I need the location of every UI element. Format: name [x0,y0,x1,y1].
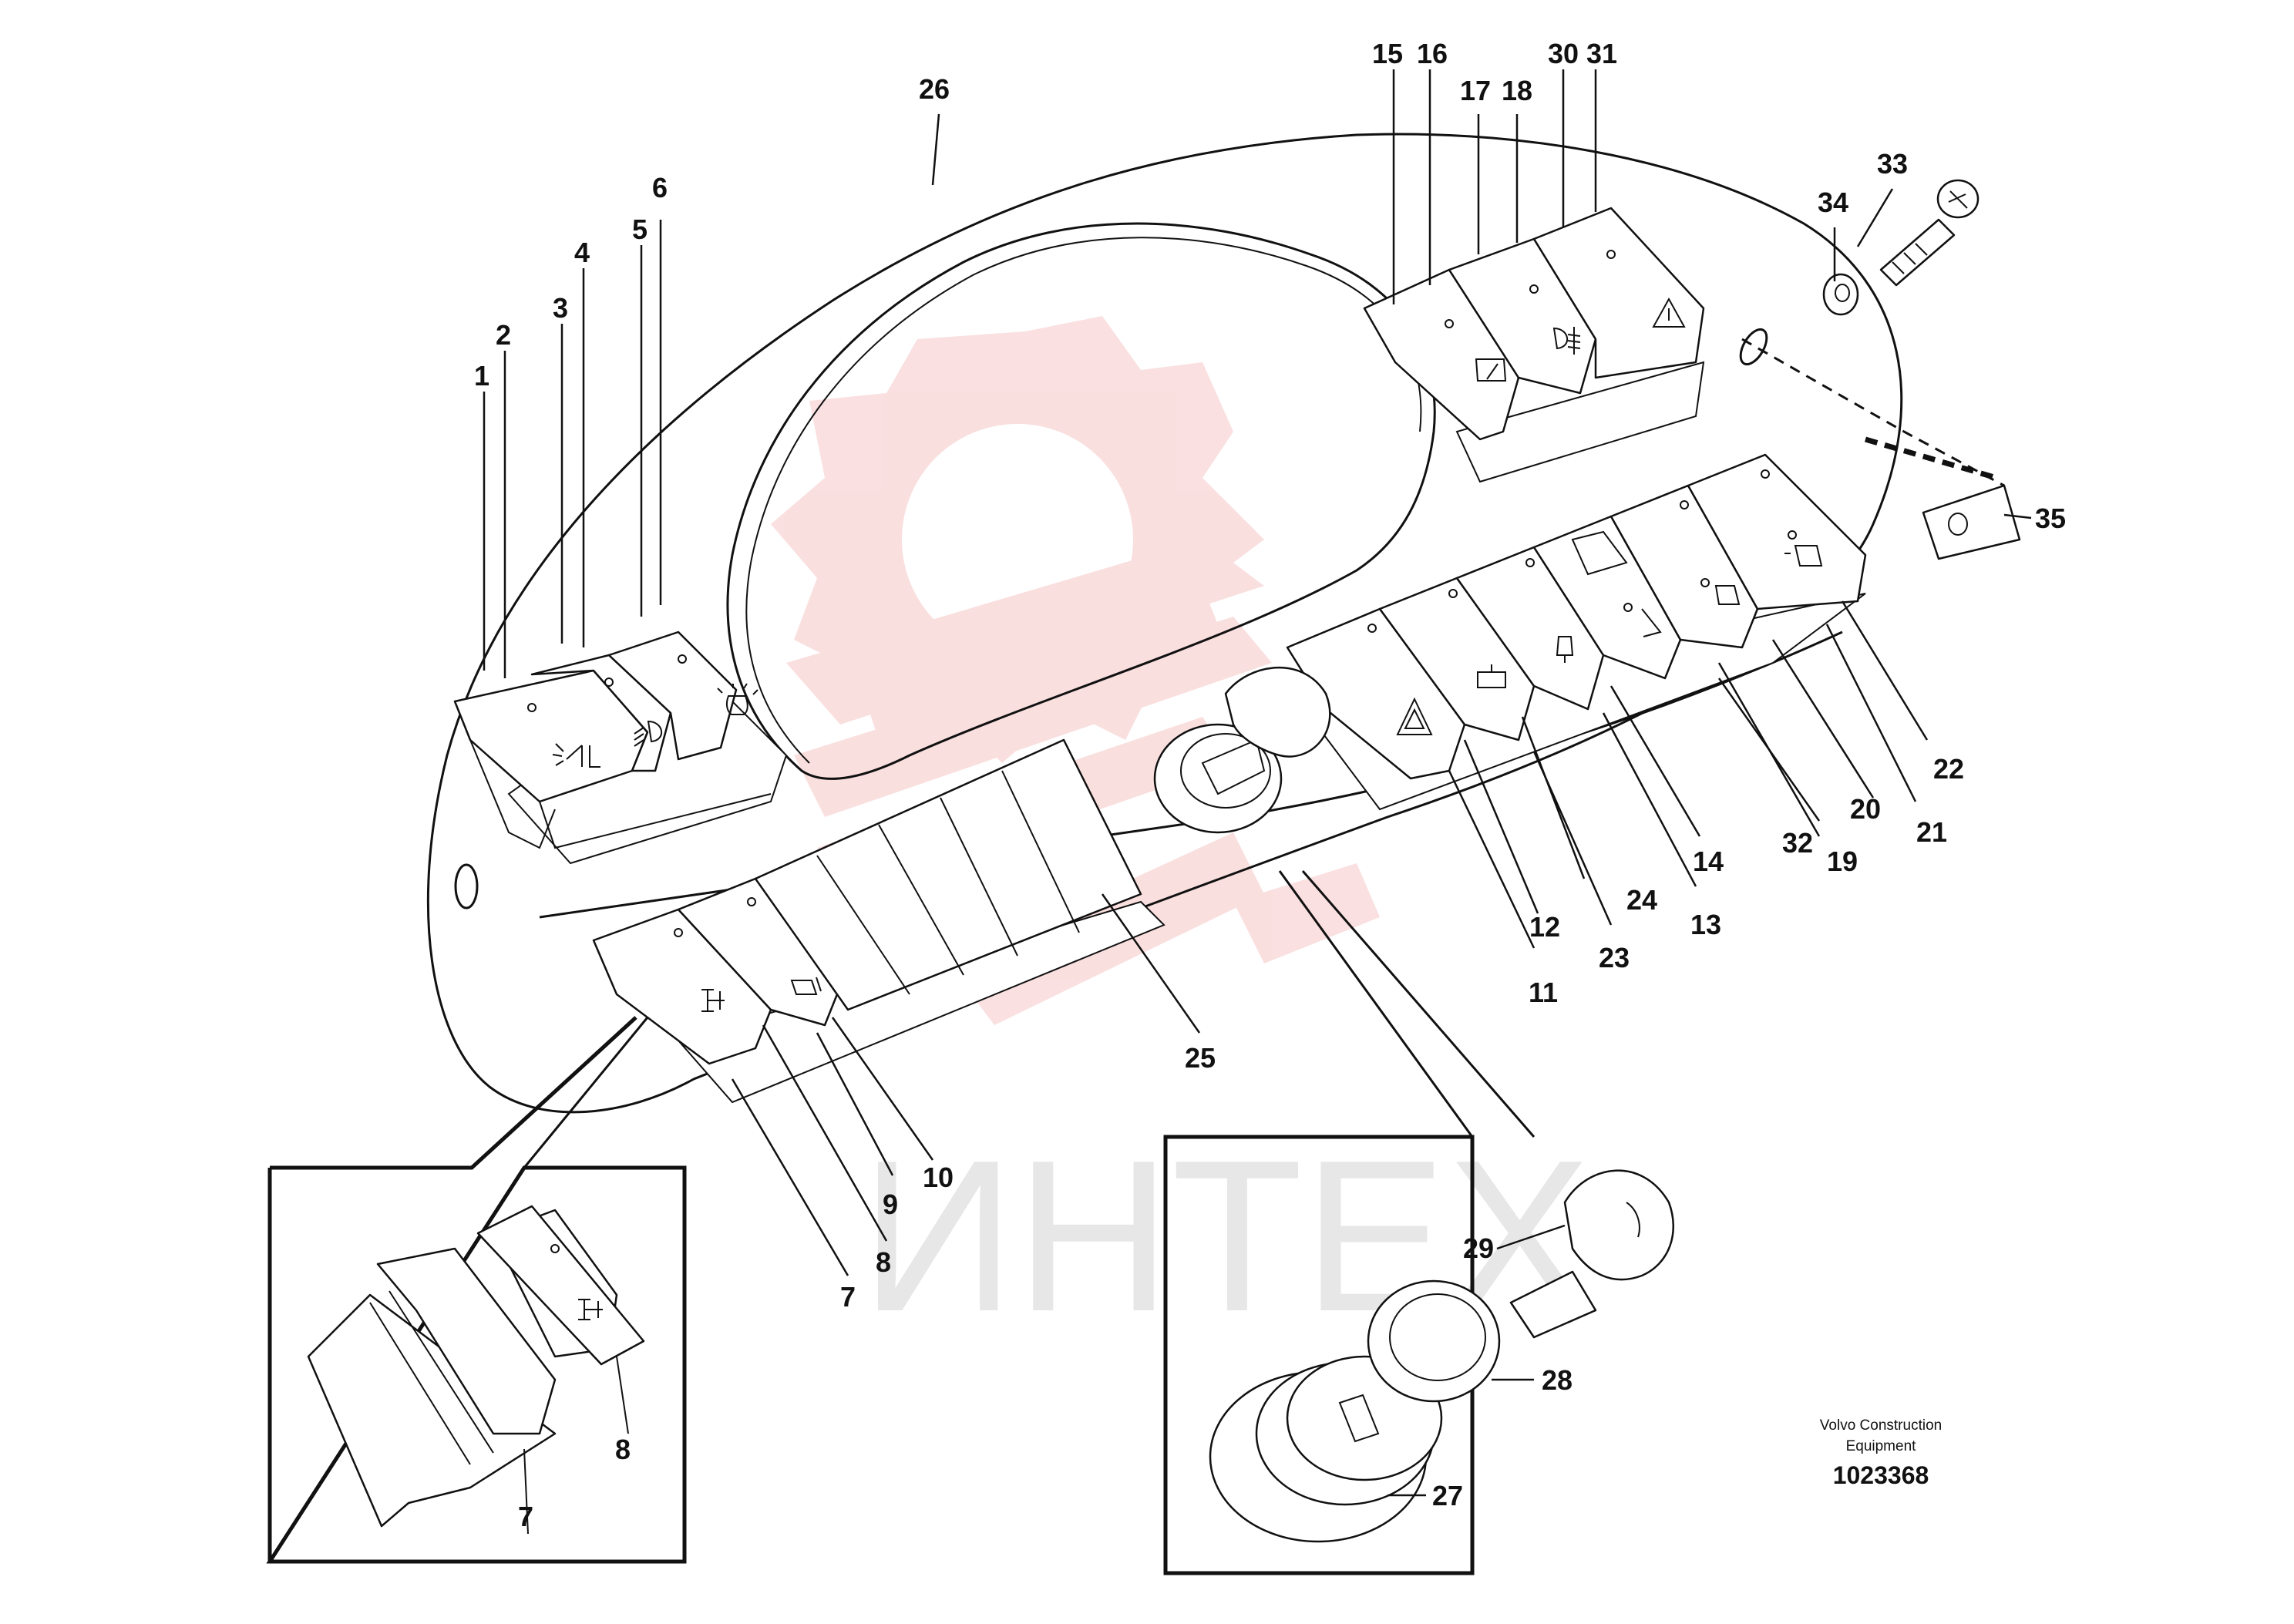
callout-22: 22 [1933,753,1964,785]
screw-icon [1879,179,1980,287]
label-plate-8 [476,1205,645,1366]
switch-30-31[interactable] [1532,207,1705,379]
key-icon [1509,1169,1675,1339]
callout-9: 9 [883,1189,898,1220]
callout-19: 19 [1827,846,1858,877]
callout-3: 3 [553,292,568,324]
beacon-icon [717,683,758,715]
key-icon [1224,667,1331,758]
wiper-icon [1475,358,1507,382]
hazard-triangle-icon [1396,697,1433,735]
callout-35: 35 [2035,503,2066,534]
switch-17-18[interactable] [1448,237,1597,395]
inset-ignition-detail [1163,870,1675,1575]
callout-30: 30 [1548,38,1579,69]
mounting-hole [1739,328,1768,366]
credit-line-1: Volvo Construction [1820,1417,1942,1434]
credit-line-2: Equipment [1846,1438,1917,1454]
callout-2: 2 [496,319,511,351]
mounting-hole [454,863,479,910]
callout-25: 25 [1185,1042,1216,1074]
drawing-number: 1023368 [1833,1461,1929,1489]
clip-nut-icon [1922,484,2021,560]
callout-33: 33 [1877,148,1908,180]
callout-labels: 1 2 3 4 5 6 26 15 16 17 18 30 31 33 34 3… [474,38,2066,1532]
upper-right-switch-group [1363,207,1705,483]
right-switch-group [1286,453,1867,811]
bezel-ring-28 [1367,1279,1501,1403]
callout-17: 17 [1460,75,1491,106]
gear-logo-icon [771,316,1264,763]
credit-block: Volvo Construction Equipment 1023368 [1820,1417,1942,1489]
beacon-icon [1556,636,1574,663]
inset-callout-7: 7 [518,1501,533,1532]
callout-14: 14 [1693,846,1724,877]
switch-1-2[interactable] [453,669,649,849]
callout-28: 28 [1542,1364,1572,1396]
seat-icon [1784,530,1823,567]
axle-lock-icon [578,1299,603,1320]
callout-24: 24 [1626,884,1657,916]
inset-switch-detail [266,1016,687,1564]
callout-31: 31 [1586,38,1617,69]
callout-1: 1 [474,360,489,392]
ignition-switch[interactable] [1153,667,1331,834]
callout-5: 5 [632,214,648,245]
switch-23-24[interactable] [1378,577,1536,741]
warning-icon [1652,297,1686,328]
headlight-icon [634,720,663,747]
switch-32[interactable] [1532,515,1682,680]
callout-8: 8 [876,1246,891,1278]
callout-23: 23 [1599,942,1630,973]
switch-13-14[interactable] [1455,546,1605,711]
fog-light-icon [1552,327,1581,355]
callout-7: 7 [840,1281,856,1313]
switch-19-20[interactable] [1610,484,1759,649]
blank-plates-25 [754,738,1142,1011]
callout-13: 13 [1690,909,1721,940]
callout-21: 21 [1916,816,1947,848]
callout-32: 32 [1782,827,1813,859]
callout-29: 29 [1463,1232,1494,1264]
seat-icon [1477,664,1506,688]
switch-9-10[interactable] [677,877,842,1027]
callout-34: 34 [1818,187,1848,218]
callout-6: 6 [652,172,668,203]
callout-18: 18 [1502,75,1532,106]
leader-lines [483,69,2032,1497]
callout-10: 10 [923,1162,954,1193]
callout-4: 4 [574,237,590,268]
callout-26: 26 [919,73,950,105]
work-light-icon [552,743,600,768]
switch-21-22[interactable] [1687,453,1867,610]
left-switch-group [453,630,788,865]
callout-20: 20 [1850,793,1881,825]
seat-icon [1700,578,1741,605]
fasteners [1741,179,2021,560]
axle-lock-icon [701,989,725,1012]
callout-27: 27 [1432,1480,1463,1511]
callout-12: 12 [1529,911,1560,943]
callout-15: 15 [1372,38,1403,69]
washer-icon [1822,273,1859,316]
axle-lock-icon [1623,603,1662,637]
callout-16: 16 [1417,38,1448,69]
inset-callout-8: 8 [615,1434,631,1465]
seat-icon [790,977,822,995]
callout-11: 11 [1529,977,1558,1008]
switch-5-6[interactable] [607,630,758,761]
lower-switch-group [592,738,1166,1104]
